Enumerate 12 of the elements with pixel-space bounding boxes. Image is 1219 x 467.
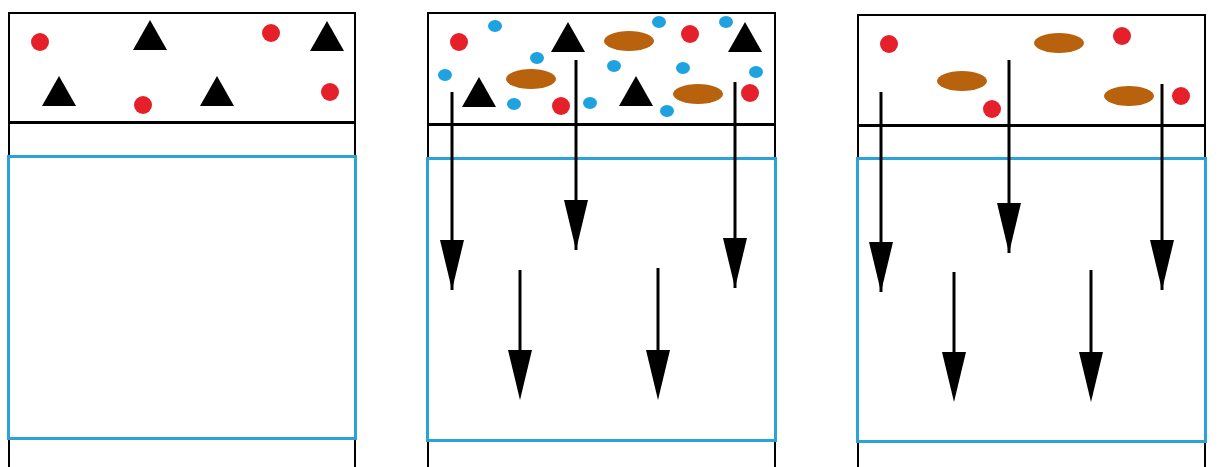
arrow (723, 82, 747, 288)
inner-box (7, 155, 357, 440)
inner-box (426, 157, 777, 442)
container-box (8, 12, 356, 467)
arrow (1150, 84, 1174, 290)
arrow (997, 60, 1021, 253)
container-box (857, 14, 1206, 467)
arrow (440, 92, 464, 290)
inner-box (856, 157, 1207, 443)
arrow (869, 92, 893, 292)
container-box (427, 12, 776, 467)
arrow (564, 60, 588, 250)
